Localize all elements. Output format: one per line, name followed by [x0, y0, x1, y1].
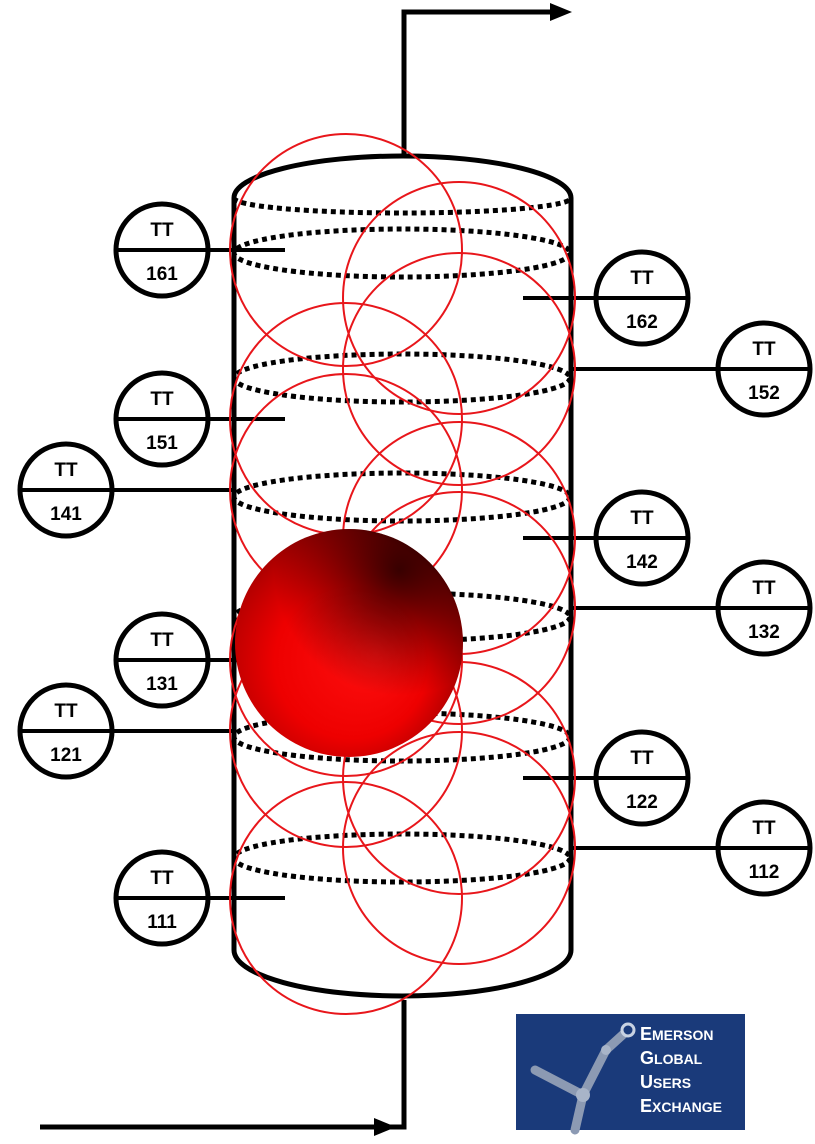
transmitter-tag: TT: [150, 220, 174, 241]
transmitter-tt-112: TT 112: [715, 799, 813, 897]
coverage-circle: [229, 781, 463, 1015]
transmitter-tag: TT: [630, 508, 654, 529]
coverage-circle: [342, 731, 576, 965]
logo-line-1: EMERSON: [640, 1024, 713, 1044]
transmitter-tt-111: TT 111: [113, 849, 211, 947]
transmitter-tag: TT: [54, 701, 78, 722]
inlet-pipe: [40, 1000, 407, 1136]
transmitter-number: 122: [626, 792, 658, 813]
outlet-arrow-icon: [550, 3, 572, 21]
transmitter-tt-122: TT 122: [593, 729, 691, 827]
transmitter-number: 162: [626, 312, 658, 333]
transmitter-tag: TT: [150, 868, 174, 889]
transmitter-tt-141: TT 141: [17, 441, 115, 539]
section-ring: [231, 226, 573, 280]
transmitter-tt-142: TT 142: [593, 489, 691, 587]
logo-node-icon: [576, 1088, 590, 1102]
transmitter-number: 131: [146, 674, 178, 695]
transmitter-tag: TT: [150, 630, 174, 651]
transmitter-tag: TT: [752, 339, 776, 360]
coverage-circle: [342, 181, 576, 415]
transmitter-tt-151: TT 151: [113, 370, 211, 468]
transmitter-number: 141: [50, 504, 82, 525]
logo-line-4: EXCHANGE: [640, 1096, 722, 1116]
transmitter-number: 161: [146, 264, 178, 285]
emerson-logo: EMERSON GLOBAL USERS EXCHANGE: [516, 1014, 745, 1135]
transmitter-number: 132: [748, 622, 780, 643]
transmitter-tt-121: TT 121: [17, 682, 115, 780]
transmitter-tag: TT: [54, 460, 78, 481]
inlet-arrow-icon: [374, 1118, 396, 1136]
transmitter-number: 111: [147, 912, 177, 933]
transmitter-tag: TT: [630, 748, 654, 769]
transmitter-number: 121: [50, 745, 82, 766]
transmitter-number: 151: [146, 433, 178, 454]
logo-node-icon: [620, 1022, 636, 1038]
hot-spot-sphere: [235, 529, 463, 757]
coverage-circle: [342, 252, 576, 486]
section-ring: [231, 831, 573, 885]
transmitter-tag: TT: [150, 389, 174, 410]
transmitter-tag: TT: [752, 818, 776, 839]
transmitter-tt-152: TT 152: [715, 320, 813, 418]
reactor-vessel: [231, 153, 574, 999]
transmitter-number: 112: [749, 862, 780, 883]
transmitter-tt-131: TT 131: [113, 611, 211, 709]
section-ring: [231, 351, 573, 405]
transmitter-tag: TT: [752, 578, 776, 599]
outlet-pipe: [401, 3, 572, 155]
section-ring: [231, 470, 573, 524]
transmitter-tt-132: TT 132: [715, 559, 813, 657]
packing-sections: [231, 226, 573, 885]
logo-line-2: GLOBAL: [640, 1048, 703, 1068]
coverage-circle: [229, 133, 463, 367]
sensor-leads: [114, 248, 716, 900]
logo-line-3: USERS: [640, 1072, 691, 1092]
transmitter-number: 152: [748, 383, 780, 404]
transmitter-number: 142: [626, 552, 658, 573]
transmitter-tag: TT: [630, 268, 654, 289]
transmitter-tt-161: TT 161: [113, 201, 211, 299]
transmitter-tt-162: TT 162: [593, 249, 691, 347]
logo-node-icon: [601, 1045, 611, 1055]
